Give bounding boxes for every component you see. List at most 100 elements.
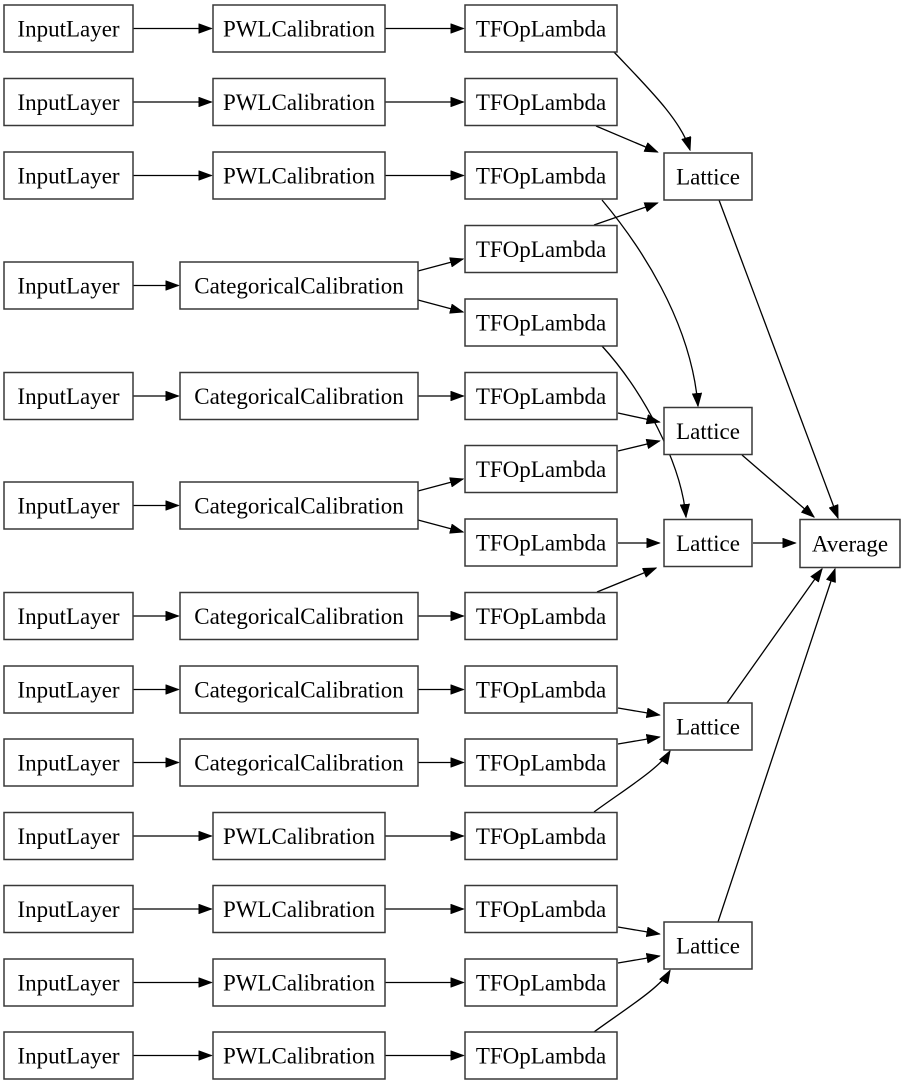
input-box <box>3 77 134 127</box>
input-box <box>3 665 134 714</box>
node-t10-tfop: TFOpLambda <box>464 665 618 714</box>
cat-label: CategoricalCalibration <box>194 751 404 776</box>
edge-t4-lat1 <box>593 203 658 226</box>
node-t13-tfop: TFOpLambda <box>464 884 618 934</box>
lattice-label: Lattice <box>676 419 740 444</box>
tfop-box <box>464 811 618 861</box>
node-lat2-lattice: Lattice <box>663 406 753 456</box>
edge-cal4-t4 <box>417 259 463 272</box>
node-in13-input: InputLayer <box>3 1031 134 1080</box>
nodes-layer: InputLayerInputLayerInputLayerInputLayer… <box>3 4 901 1080</box>
node-cal9-cat: CategoricalCalibration <box>179 738 419 787</box>
node-in2-input: InputLayer <box>3 77 134 127</box>
tfop-label: TFOpLambda <box>476 751 606 776</box>
pwl-label: PWLCalibration <box>223 164 376 189</box>
input-box <box>3 958 134 1007</box>
input-label: InputLayer <box>17 897 120 922</box>
cat-box <box>179 738 419 787</box>
tfop-box <box>464 151 618 200</box>
tfop-label: TFOpLambda <box>476 457 606 482</box>
input-box <box>3 151 134 200</box>
edge-lat5-avg <box>717 569 835 923</box>
input-label: InputLayer <box>17 604 120 629</box>
input-box <box>3 371 134 421</box>
node-t8-tfop: TFOpLambda <box>464 518 618 567</box>
edge-t7-lat2 <box>617 441 660 452</box>
edge-t11-lat4 <box>617 737 660 745</box>
input-label: InputLayer <box>17 494 120 519</box>
edge-t14-lat5 <box>617 956 660 964</box>
node-t15-tfop: TFOpLambda <box>464 1031 618 1080</box>
tfop-box <box>464 1031 618 1080</box>
lattice-label: Lattice <box>676 934 740 959</box>
node-in10-input: InputLayer <box>3 811 134 861</box>
edges-layer <box>133 29 839 1056</box>
node-cal10-pwl: PWLCalibration <box>212 811 386 861</box>
tfop-label: TFOpLambda <box>476 17 606 42</box>
pwl-box <box>212 1031 386 1080</box>
node-t14-tfop: TFOpLambda <box>464 958 618 1007</box>
cat-label: CategoricalCalibration <box>194 604 404 629</box>
tfop-box <box>464 518 618 567</box>
edge-t6-lat2 <box>617 412 660 422</box>
edge-t15-lat5 <box>593 971 670 1033</box>
pwl-label: PWLCalibration <box>223 971 376 996</box>
node-t9-tfop: TFOpLambda <box>464 591 618 641</box>
tfop-box <box>464 884 618 934</box>
pwl-label: PWLCalibration <box>223 90 376 115</box>
edge-cal6-t7 <box>417 479 463 492</box>
node-lat5-lattice: Lattice <box>663 921 753 970</box>
input-label: InputLayer <box>17 1044 120 1069</box>
edge-lat4-avg <box>726 569 822 704</box>
input-label: InputLayer <box>17 824 120 849</box>
pwl-label: PWLCalibration <box>223 824 376 849</box>
edge-t1-lat1 <box>613 51 690 150</box>
tfop-label: TFOpLambda <box>476 678 606 703</box>
cat-box <box>179 665 419 714</box>
tfop-box <box>464 298 618 347</box>
node-lat4-lattice: Lattice <box>663 702 753 751</box>
node-cal1-pwl: PWLCalibration <box>212 4 386 53</box>
node-cal12-pwl: PWLCalibration <box>212 958 386 1007</box>
edge-t10-lat4 <box>617 707 660 715</box>
edge-cal4-t5 <box>417 299 463 312</box>
edge-t2-lat1 <box>595 125 658 153</box>
pwl-box <box>212 151 386 200</box>
edge-lat2-avg <box>741 454 814 517</box>
input-label: InputLayer <box>17 164 120 189</box>
pwl-label: PWLCalibration <box>223 1044 376 1069</box>
cat-label: CategoricalCalibration <box>194 384 404 409</box>
edge-t12-lat4 <box>593 751 670 813</box>
tfop-label: TFOpLambda <box>476 971 606 996</box>
input-label: InputLayer <box>17 274 120 299</box>
tfop-box <box>464 591 618 641</box>
node-cal6-cat: CategoricalCalibration <box>179 481 419 530</box>
cat-box <box>179 371 419 421</box>
node-t2-tfop: TFOpLambda <box>464 77 618 127</box>
tfop-box <box>464 444 618 494</box>
edge-t9-lat3 <box>596 567 656 593</box>
tfop-label: TFOpLambda <box>476 237 606 262</box>
node-t12-tfop: TFOpLambda <box>464 811 618 861</box>
tfop-label: TFOpLambda <box>476 311 606 336</box>
tfop-label: TFOpLambda <box>476 1044 606 1069</box>
tfop-box <box>464 958 618 1007</box>
input-box <box>3 481 134 530</box>
node-t1-tfop: TFOpLambda <box>464 4 618 53</box>
input-label: InputLayer <box>17 90 120 115</box>
input-box <box>3 591 134 641</box>
pwl-box <box>212 884 386 934</box>
tfop-box <box>464 371 618 421</box>
node-t4-tfop: TFOpLambda <box>464 224 618 274</box>
average-label: Average <box>812 532 888 557</box>
pwl-box <box>212 811 386 861</box>
lattice-label: Lattice <box>676 165 740 190</box>
node-t7-tfop: TFOpLambda <box>464 444 618 494</box>
tfop-label: TFOpLambda <box>476 90 606 115</box>
node-t5-tfop: TFOpLambda <box>464 298 618 347</box>
node-t6-tfop: TFOpLambda <box>464 371 618 421</box>
input-box <box>3 4 134 53</box>
node-in5-input: InputLayer <box>3 371 134 421</box>
node-cal8-cat: CategoricalCalibration <box>179 665 419 714</box>
